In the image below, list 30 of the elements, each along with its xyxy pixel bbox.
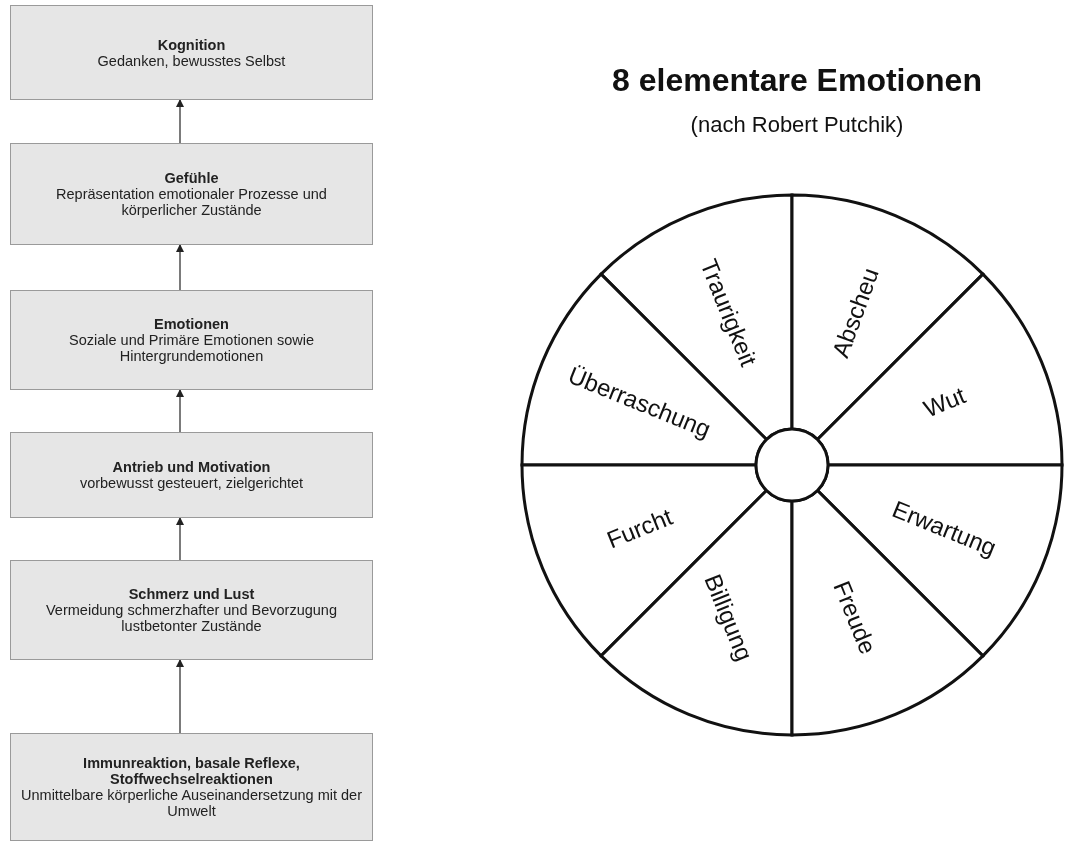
level-box xyxy=(10,560,373,660)
level-description: vorbewusst gesteuert, zielgerichtet xyxy=(79,475,304,491)
level-heading: Gefühle xyxy=(164,170,219,186)
level-box xyxy=(10,5,373,100)
emotion-label: Freude xyxy=(828,577,882,658)
arrow xyxy=(176,244,184,291)
arrow xyxy=(176,99,184,144)
level-box xyxy=(10,432,373,518)
level-box xyxy=(10,290,373,390)
level-heading: Schmerz und Lust xyxy=(128,586,255,602)
wheel-title: 8 elementare Emotionen xyxy=(611,62,983,99)
level-heading: Kognition xyxy=(157,36,226,53)
level-description: Unmittelbare körperliche Auseinandersetzung mit der Umwelt xyxy=(20,787,363,819)
arrow xyxy=(176,517,184,561)
center-circle xyxy=(754,427,830,503)
level-heading: Emotionen xyxy=(154,316,229,332)
level-heading: Immunreaktion, basale Reflexe, Stoffwechselreaktionen xyxy=(82,755,301,787)
arrow xyxy=(176,389,184,433)
emotion-label: Furcht xyxy=(602,502,677,554)
level-box xyxy=(10,143,373,245)
level-description: Gedanken, bewusstes Selbst xyxy=(97,52,286,69)
emotion-label: Wut xyxy=(919,381,970,423)
level-description: Soziale und Primäre Emotionen sowie Hintergrundemotionen xyxy=(68,332,315,364)
level-box xyxy=(10,733,373,841)
arrow xyxy=(176,659,184,734)
level-description: Vermeidung schmerzhafter und Bevorzugung lustbetonter Zustände xyxy=(45,602,338,634)
wheel-sector xyxy=(599,488,794,737)
level-heading: Antrieb und Motivation xyxy=(112,459,271,475)
level-description: Repräsentation emotionaler Prozesse und körperlicher Zustände xyxy=(55,186,328,218)
wheel-subtitle: (nach Robert Putchik) xyxy=(689,112,905,138)
